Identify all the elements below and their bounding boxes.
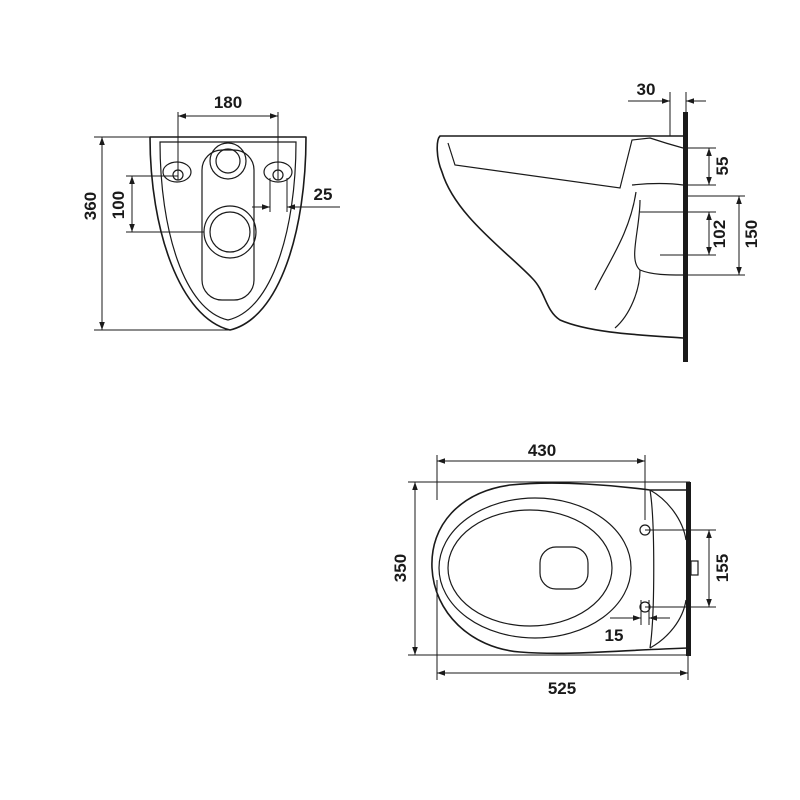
seat-ring-inner: [447, 509, 613, 627]
waste-outlet-outer: [203, 205, 257, 259]
dim-180: 180: [214, 93, 242, 112]
wall-bracket: [690, 560, 699, 576]
side-trap: [594, 182, 684, 291]
top-view: 430 525 350 155 15: [391, 441, 732, 698]
dim-360: 360: [81, 192, 100, 220]
waste-outlet-inner: [209, 211, 251, 253]
dim-100: 100: [109, 191, 128, 219]
dim-150: 150: [742, 220, 761, 248]
wall-line-top: [686, 482, 691, 656]
mount-hole-left: [162, 161, 192, 183]
rear-channel: [201, 149, 255, 301]
dim-55: 55: [713, 157, 732, 176]
side-rim: [447, 137, 684, 189]
seat-ring-outer: [438, 497, 632, 639]
dim-525: 525: [548, 679, 576, 698]
rear-outline: [149, 136, 307, 331]
dim-15: 15: [605, 626, 624, 645]
water-inlet-inner: [215, 148, 241, 174]
dim-30: 30: [637, 80, 656, 99]
dim-102: 102: [710, 220, 729, 248]
dim-25: 25: [314, 185, 333, 204]
dim-155: 155: [713, 554, 732, 582]
dim-430: 430: [528, 441, 556, 460]
water-inlet-outer: [209, 142, 247, 180]
side-outline: [436, 135, 684, 339]
rear-view: 180 360 100 25: [81, 93, 340, 331]
top-outline: [431, 482, 691, 655]
bowl-outlet: [539, 546, 589, 590]
rear-inner-outline: [159, 141, 297, 321]
side-base: [614, 269, 641, 329]
wall-line-side: [683, 112, 688, 362]
top-back-edge: [649, 489, 687, 649]
side-view: 30 55 102 150: [436, 80, 761, 362]
dim-350: 350: [391, 554, 410, 582]
